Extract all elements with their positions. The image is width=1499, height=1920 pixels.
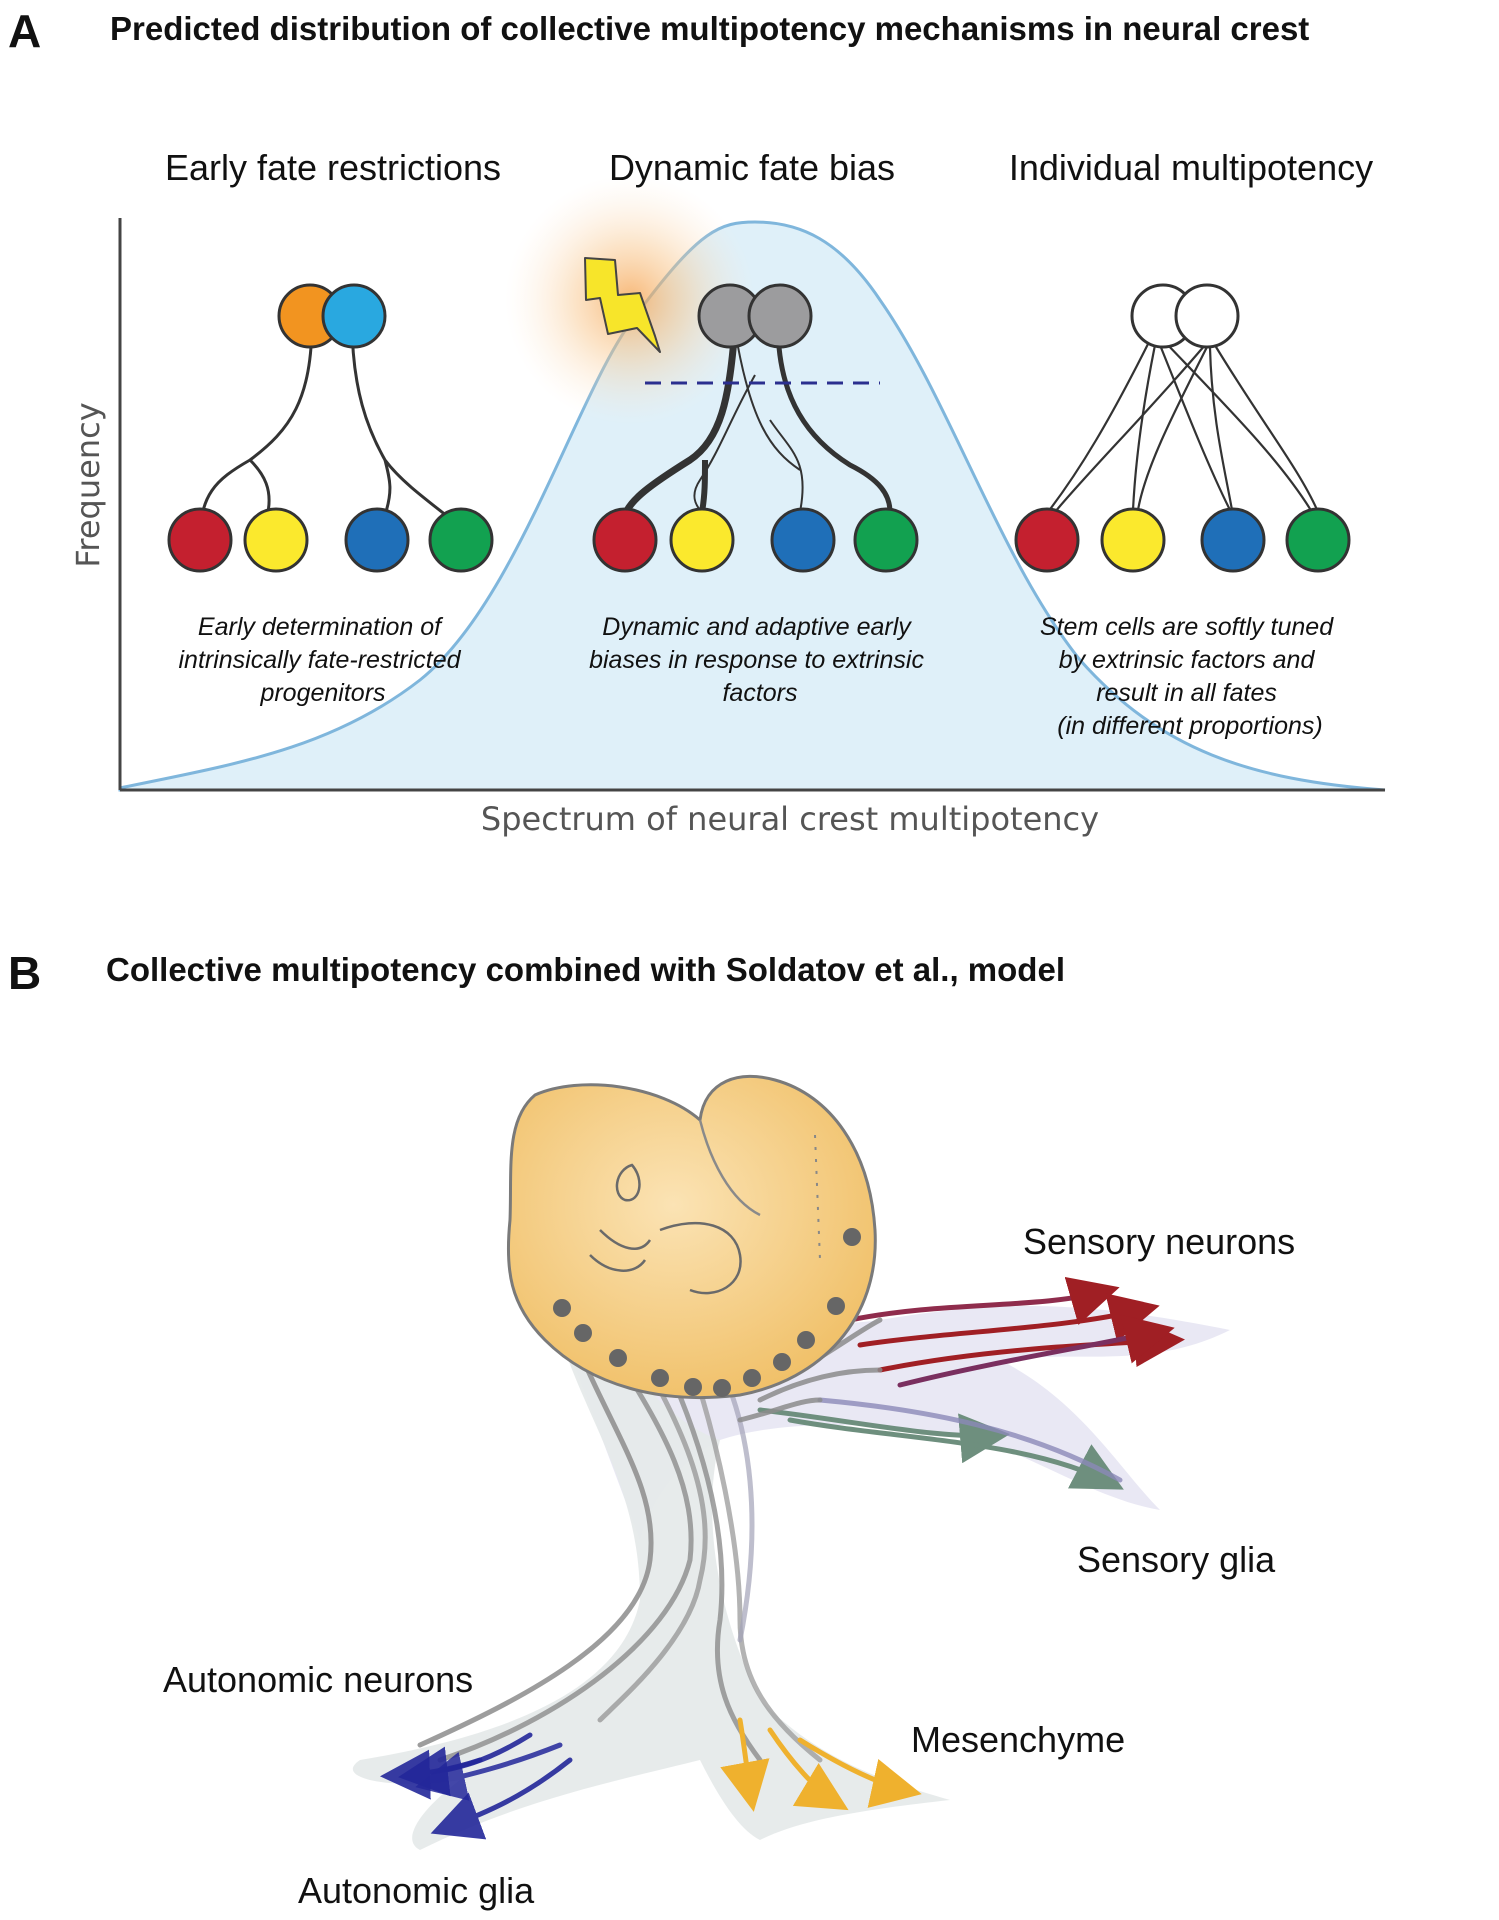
trajectories-sensory-neurons [847, 1276, 1185, 1388]
caption-individual-line-2: by extrinsic factors and [1059, 646, 1316, 674]
panel-b-letter: B [8, 947, 42, 999]
caption-dynamic-line-3: factors [722, 679, 797, 707]
fate-yellow-2 [669, 507, 735, 573]
panel-a-diagram: Frequency Spectrum of neural crest multi… [69, 147, 1386, 838]
caption-early-line-2: intrinsically fate-restricted [179, 646, 462, 674]
trajectories-mesenchyme [720, 1717, 922, 1812]
caption-dynamic: Dynamic and adaptive early biases in res… [589, 613, 931, 707]
caption-individual-line-4: (in different proportions) [1057, 712, 1322, 740]
label-mesenchyme: Mesenchyme [911, 1719, 1125, 1760]
fate-blue-3 [1200, 507, 1266, 573]
trajectories-autonomic [380, 1732, 573, 1840]
caption-early: Early determination of intrinsically fat… [179, 613, 468, 707]
fate-green-3 [1285, 507, 1351, 573]
panel-a-letter: A [8, 5, 42, 57]
lineage-tree-individual [1047, 339, 1320, 513]
fate-blue-2 [770, 507, 836, 573]
fate-red-2 [592, 507, 658, 573]
caption-early-line-3: progenitors [259, 679, 385, 707]
fate-yellow-1 [243, 507, 309, 573]
caption-dynamic-line-2: biases in response to extrinsic [589, 646, 924, 674]
x-axis-label: Spectrum of neural crest multipotency [481, 800, 1099, 838]
panel-b-title: Collective multipotency combined with So… [106, 951, 1065, 988]
label-sensory-neurons: Sensory neurons [1023, 1221, 1295, 1262]
panel-b-diagram: Sensory neurons Sensory glia Autonomic n… [163, 1074, 1295, 1911]
progenitor-blue [321, 283, 387, 349]
distribution-curve [118, 220, 1386, 792]
progenitor-white-right [1174, 283, 1240, 349]
fate-green-2 [853, 507, 919, 573]
caption-individual-line-1: Stem cells are softly tuned [1040, 613, 1334, 641]
embryo-illustration [506, 1074, 877, 1399]
fate-yellow-3 [1100, 507, 1166, 573]
caption-early-line-1: Early determination of [198, 613, 444, 641]
column-title-early: Early fate restrictions [165, 147, 501, 188]
fate-red-1 [167, 507, 233, 573]
lightning-bolt-icon [584, 257, 661, 353]
column-title-dynamic: Dynamic fate bias [609, 147, 895, 188]
panel-a-title: Predicted distribution of collective mul… [110, 10, 1310, 47]
column-title-individual: Individual multipotency [1009, 147, 1373, 188]
caption-individual-line-3: result in all fates [1096, 679, 1277, 707]
trajectories-sensory-glia [757, 1397, 1124, 1490]
fate-blue-1 [344, 507, 410, 573]
label-sensory-glia: Sensory glia [1077, 1539, 1276, 1580]
progenitor-grey-right [747, 283, 813, 349]
fate-red-3 [1014, 507, 1080, 573]
caption-dynamic-line-1: Dynamic and adaptive early [602, 613, 912, 641]
label-autonomic-glia: Autonomic glia [298, 1870, 535, 1911]
neural-crest-cells [553, 1228, 861, 1397]
caption-individual: Stem cells are softly tuned by extrinsic… [1040, 613, 1340, 740]
lineage-tree-early [198, 319, 466, 541]
label-autonomic-neurons: Autonomic neurons [163, 1659, 473, 1700]
fate-green-1 [428, 507, 494, 573]
y-axis-label: Frequency [69, 402, 107, 567]
